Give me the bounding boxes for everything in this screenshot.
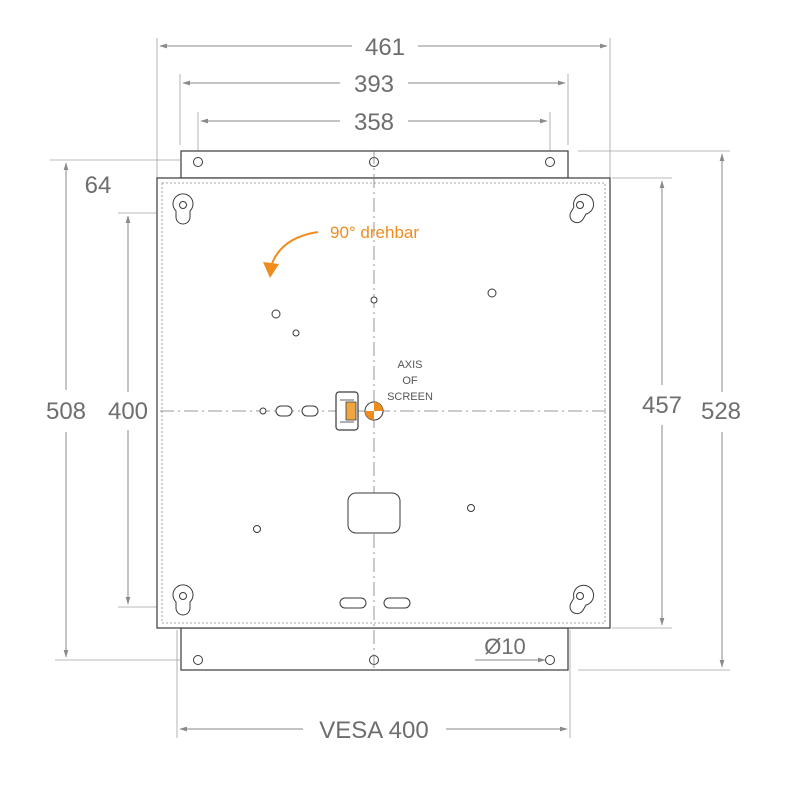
dim-label-400: 400 — [108, 398, 148, 425]
mounting-holes — [253, 288, 497, 533]
dim-461: 461 — [156, 34, 611, 180]
rail-hole — [193, 157, 203, 167]
dim-457: 457 — [612, 177, 682, 629]
axis-label-line1: AXIS — [397, 359, 422, 371]
dim-358: 358 — [197, 109, 551, 152]
dim-label-393: 393 — [354, 71, 394, 98]
main-plate — [156, 177, 611, 629]
rotation-arrow — [263, 231, 319, 278]
dim-393: 393 — [179, 71, 569, 145]
rail-hole — [545, 157, 555, 167]
axis-label-line3: SCREEN — [387, 391, 433, 403]
hole — [292, 329, 300, 337]
axis-label-line2: OF — [402, 375, 418, 387]
dim-label-461: 461 — [365, 34, 405, 61]
dim-label-358: 358 — [354, 109, 394, 136]
rail-hole — [193, 655, 203, 665]
top-rail — [180, 150, 569, 179]
hole — [487, 288, 497, 298]
dim-400-left: 400 — [108, 215, 165, 608]
dim-label-457: 457 — [642, 392, 682, 419]
cable-opening — [347, 492, 401, 534]
rotation-block — [335, 391, 359, 431]
hole — [370, 296, 378, 304]
rail-hole — [545, 655, 555, 665]
center-slots — [275, 405, 411, 609]
dim-label-508: 508 — [46, 398, 86, 425]
dim-label-diameter: Ø10 — [484, 634, 526, 659]
rotation-label: 90° drehbar — [330, 223, 419, 242]
hole — [467, 504, 475, 512]
dim-label-528: 528 — [701, 398, 741, 425]
dim-vesa: VESA 400 — [176, 630, 571, 744]
dim-label-vesa: VESA 400 — [319, 717, 428, 744]
dim-508: 508 — [46, 162, 180, 661]
dim-528: 528 — [578, 150, 741, 671]
hole — [259, 407, 267, 415]
hole — [253, 525, 261, 533]
keyhole-slots — [172, 193, 595, 616]
hole-diameter-callout: Ø10 — [475, 634, 546, 663]
axis-of-screen-icon — [364, 401, 384, 421]
dim-label-64: 64 — [85, 172, 112, 199]
hole — [271, 309, 281, 319]
dim-64: 64 — [50, 159, 180, 214]
